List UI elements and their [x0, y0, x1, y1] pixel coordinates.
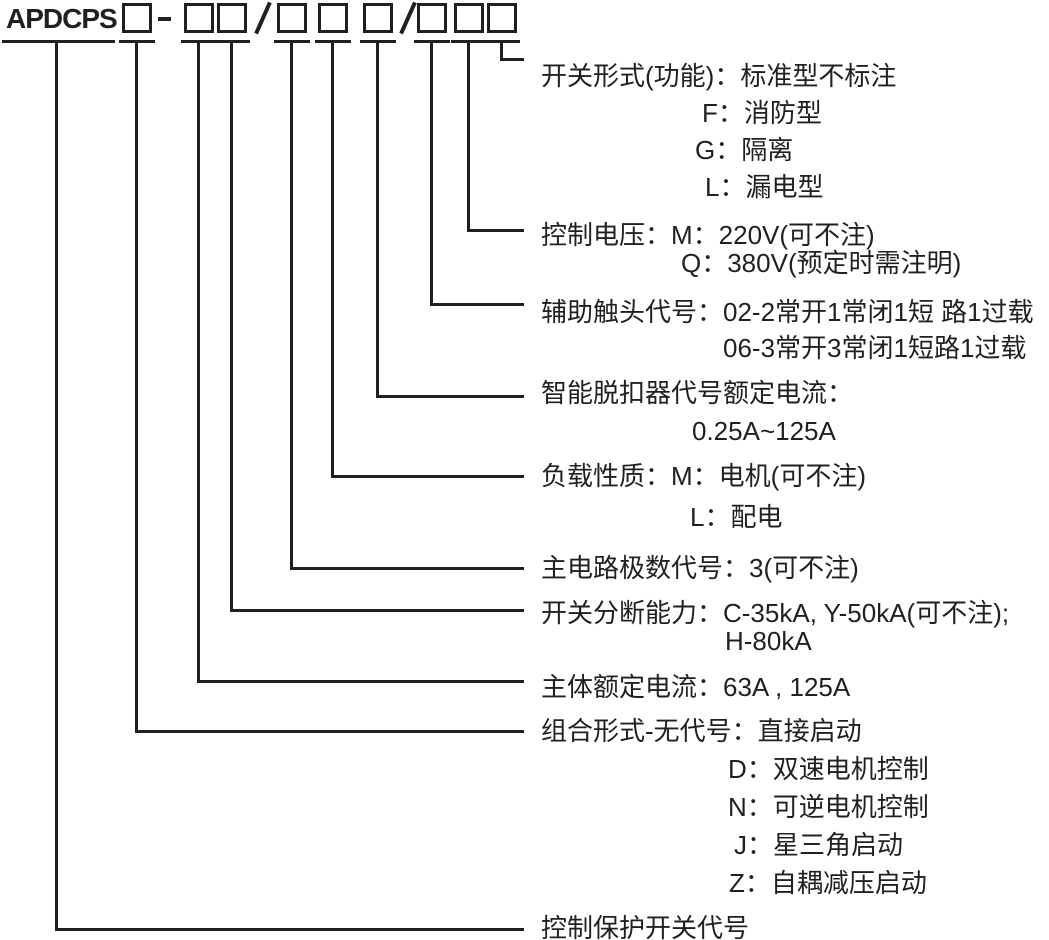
- connector-control-voltage: [467, 43, 524, 232]
- label-line: 辅助触头代号：02-2常开1常闭1短 路1过载: [541, 297, 1034, 327]
- slash-separator-icon: [399, 1, 417, 35]
- label-line: 主电路极数代号：3(可不注): [541, 553, 859, 583]
- label-line: 控制保护开关代号: [541, 913, 750, 940]
- underline-box-7: [414, 40, 450, 43]
- connector-load-type: [331, 43, 524, 478]
- code-box-4: [277, 3, 307, 33]
- label-body-rated-current: 主体额定电流：63A , 125A: [541, 668, 850, 706]
- code-box-2: [184, 3, 214, 33]
- slash-separator-icon: [254, 1, 272, 35]
- connector-combination-form: [135, 43, 524, 733]
- label-breaking-capacity: 开关分断能力：C-35kA, Y-50kA(可不注); H-80kA: [541, 599, 1009, 655]
- label-line: L：配电: [690, 502, 783, 532]
- connector-pole-number-code: [290, 43, 524, 570]
- label-line: Q：380V(预定时需注明): [681, 248, 962, 278]
- label-line: 组合形式-无代号：直接启动: [541, 716, 862, 746]
- label-line: G：隔离: [695, 135, 794, 165]
- underline-box-9: [484, 40, 520, 43]
- model-prefix: APDCPS: [6, 3, 118, 34]
- code-box-7: [417, 3, 447, 33]
- underline-box-4: [274, 40, 310, 43]
- label-line: 开关分断能力：C-35kA, Y-50kA(可不注);: [541, 598, 1010, 628]
- label-line: 负载性质：M：电机(可不注): [541, 461, 866, 491]
- code-box-1: [122, 3, 152, 33]
- label-line: H-80kA: [725, 626, 812, 656]
- label-control-voltage: 控制电压：M：220V(可不注) Q：380V(预定时需注明): [541, 221, 961, 277]
- label-line: 智能脱扣器代号额定电流：: [541, 378, 854, 408]
- label-line: N：可逆电机控制: [728, 792, 929, 822]
- label-line: 主体额定电流：63A , 125A: [541, 672, 851, 702]
- connector-body-rated-current: [197, 43, 524, 683]
- code-box-9: [487, 3, 517, 33]
- connector-breaking-capacity: [230, 43, 524, 612]
- connector-trip-unit-rated-current: [376, 43, 524, 398]
- label-pole-number-code: 主电路极数代号：3(可不注): [541, 549, 859, 587]
- underline-box-2: [181, 40, 217, 43]
- label-line: 06-3常开3常闭1短路1过载: [723, 333, 1027, 363]
- code-box-3: [217, 3, 247, 33]
- label-cps-code: 控制保护开关代号: [541, 909, 749, 940]
- label-line: 0.25A~125A: [692, 416, 836, 446]
- underline-box-3: [214, 40, 250, 43]
- label-switch-function: 开关形式(功能)：标准型不标注 F：消防型 G：隔离 L：漏电型: [541, 58, 896, 206]
- underline-box-8: [451, 40, 487, 43]
- code-box-6: [363, 3, 393, 33]
- dash-separator-icon: [158, 17, 171, 21]
- label-trip-unit-rated-current: 智能脱扣器代号额定电流： 0.25A~125A: [541, 374, 853, 450]
- label-aux-contact-code: 辅助触头代号：02-2常开1常闭1短 路1过载 06-3常开3常闭1短路1过载: [541, 294, 1034, 366]
- label-line: D：双速电机控制: [728, 754, 929, 784]
- label-line: J：星三角启动: [734, 830, 904, 860]
- underline-box-6: [360, 40, 396, 43]
- underline-box-5: [315, 40, 351, 43]
- label-line: F：消防型: [702, 98, 822, 128]
- label-line: Z：自耦减压启动: [729, 868, 927, 898]
- code-box-8: [454, 3, 484, 33]
- label-line: L：漏电型: [705, 172, 824, 202]
- connector-aux-contact-code: [430, 43, 524, 306]
- underline-box-1: [119, 40, 155, 43]
- connector-cps-code: [55, 43, 524, 931]
- label-load-type: 负载性质：M：电机(可不注) L：配电: [541, 456, 866, 538]
- label-combination-form: 组合形式-无代号：直接启动 D：双速电机控制 N：可逆电机控制 J：星三角启动 …: [541, 712, 929, 902]
- label-line: 开关形式(功能)：标准型不标注: [541, 61, 897, 91]
- underline-prefix: [2, 40, 115, 43]
- connector-switch-function: [500, 43, 524, 61]
- label-line: 控制电压：M：220V(可不注): [541, 220, 875, 250]
- code-box-5: [318, 3, 348, 33]
